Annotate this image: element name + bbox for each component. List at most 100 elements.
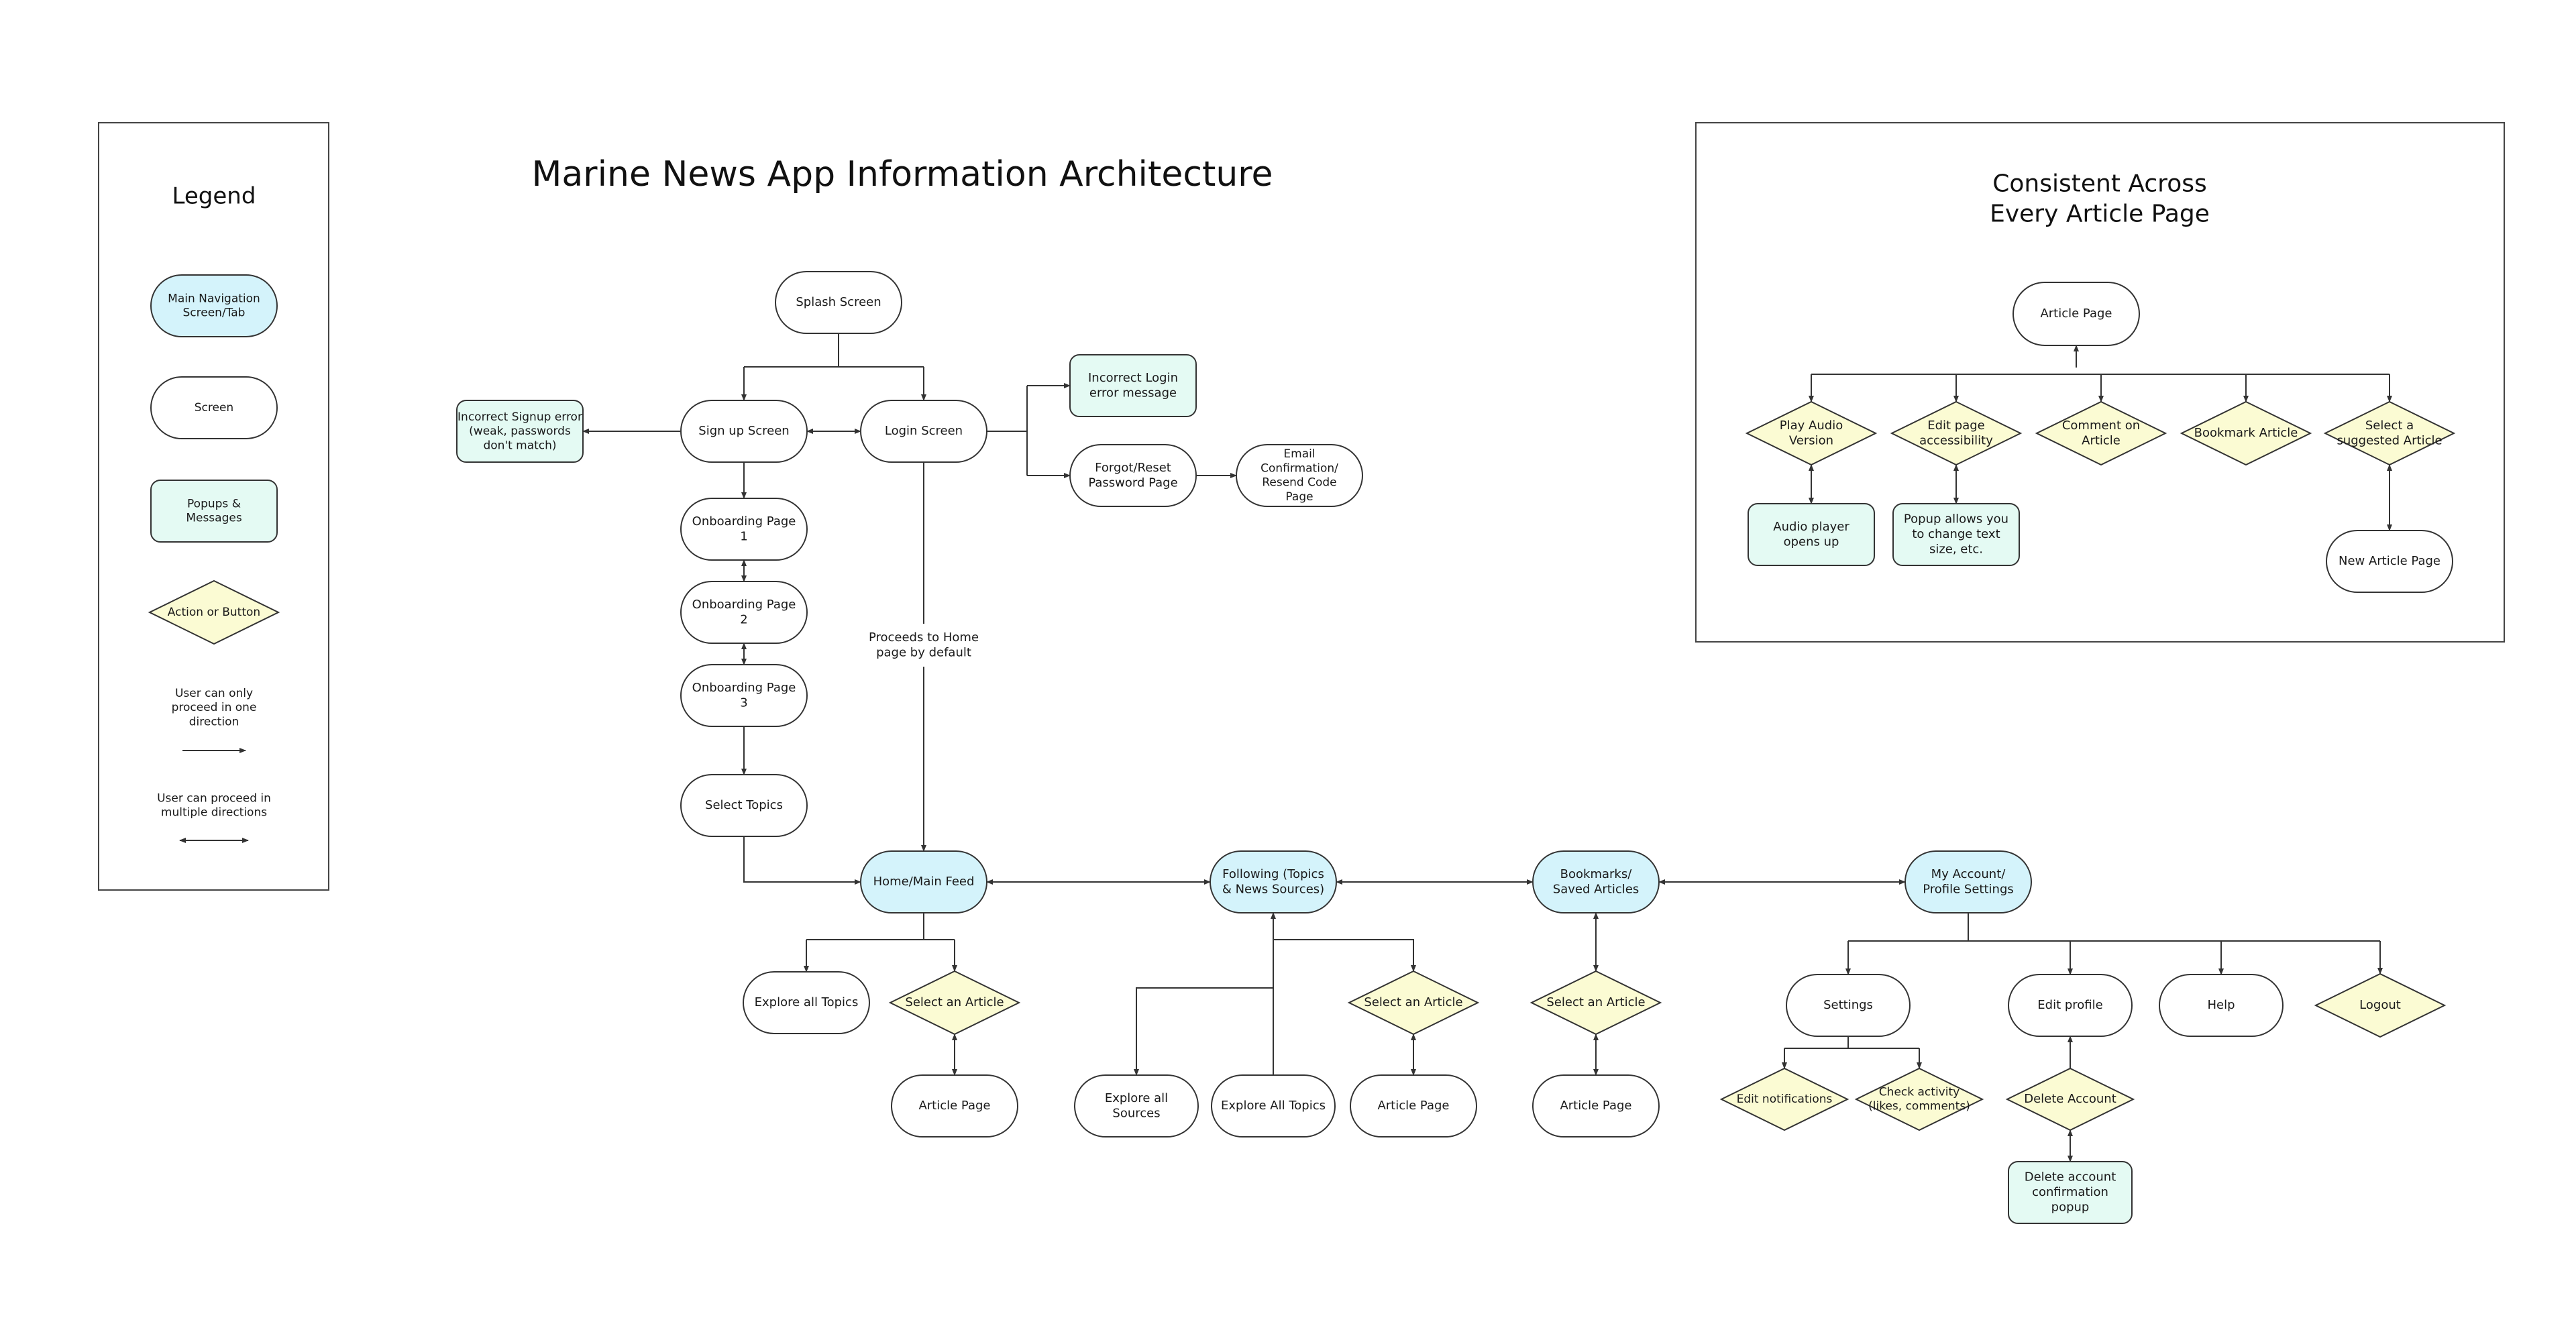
home-article-page-shape [891, 1074, 1018, 1137]
legend-frame [98, 122, 329, 891]
settings-screen-shape [1786, 974, 1911, 1037]
my-account-tab-label: My Account/Profile Settings [1923, 867, 2014, 897]
bookmark-article-action-label: Bookmark Article [2194, 426, 2298, 440]
explore-all-topics-screen[interactable]: Explore all Topics [743, 971, 870, 1034]
bookmarks-tab[interactable]: Bookmarks/Saved Articles [1532, 850, 1660, 913]
text-size-popup-shape [1892, 503, 2020, 566]
splash-screen[interactable]: Splash Screen [775, 271, 902, 334]
my-account-tab[interactable]: My Account/Profile Settings [1904, 850, 2032, 913]
edit-accessibility-action-shape [1890, 400, 2023, 466]
explore-all-topics-following-screen-label: Explore All Topics [1221, 1099, 1326, 1113]
following-article-page-shape [1350, 1074, 1477, 1137]
article-page-node-shape [2012, 282, 2140, 346]
check-activity-action[interactable]: Check activity(likes, comments) [1854, 1067, 1984, 1131]
bookmarks-select-article-action-shape [1529, 970, 1662, 1036]
legend-screen-sample[interactable]: Screen [150, 376, 278, 439]
bookmark-article-action-shape [2180, 400, 2312, 466]
connector [743, 836, 861, 885]
home-select-article-action-shape [888, 970, 1021, 1036]
home-main-feed-tab-shape [860, 850, 987, 913]
edit-notifications-action-shape [1719, 1067, 1849, 1131]
select-topics-screen-shape [680, 774, 808, 837]
select-topics-screen-label: Select Topics [705, 798, 783, 812]
home-article-page-label: Article Page [918, 1099, 990, 1113]
delete-account-action[interactable]: Delete Account [2005, 1067, 2135, 1131]
login-screen-label: Login Screen [885, 424, 963, 438]
edit-profile-screen[interactable]: Edit profile [2008, 974, 2133, 1037]
explore-all-sources-screen-shape [1074, 1074, 1199, 1137]
select-suggested-action-shape [2323, 400, 2456, 466]
splash-screen-label: Splash Screen [796, 295, 881, 309]
email-confirmation-screen-shape [1236, 444, 1363, 507]
logout-action-shape [2314, 973, 2447, 1038]
edit-notifications-action-label: Edit notifications [1737, 1093, 1833, 1106]
help-screen[interactable]: Help [2159, 974, 2284, 1037]
home-select-article-action-label: Select an Article [905, 995, 1004, 1009]
article-page-node[interactable]: Article Page [2012, 282, 2140, 346]
following-select-article-action[interactable]: Select an Article [1347, 970, 1480, 1036]
edit-profile-screen-shape [2008, 974, 2133, 1037]
legend-action-sample[interactable]: Action or Button [148, 579, 280, 645]
following-article-page-label: Article Page [1377, 1099, 1449, 1113]
logout-action[interactable]: Logout [2314, 973, 2447, 1038]
edit-profile-screen-label: Edit profile [2037, 998, 2102, 1012]
home-select-article-action[interactable]: Select an Article [888, 970, 1021, 1036]
bookmarks-select-article-action-label: Select an Article [1546, 995, 1645, 1009]
home-main-feed-tab[interactable]: Home/Main Feed [860, 850, 987, 913]
legend-screen-sample-label: Screen [195, 401, 233, 414]
following-article-page[interactable]: Article Page [1350, 1074, 1477, 1137]
bookmarks-article-page[interactable]: Article Page [1532, 1074, 1660, 1137]
following-select-article-action-label: Select an Article [1364, 995, 1462, 1009]
signup-screen-label: Sign up Screen [698, 424, 789, 438]
login-screen[interactable]: Login Screen [860, 400, 987, 463]
select-topics-screen[interactable]: Select Topics [680, 774, 808, 837]
signup-screen[interactable]: Sign up Screen [680, 400, 808, 463]
edit-notifications-action[interactable]: Edit notifications [1719, 1067, 1849, 1131]
help-screen-shape [2159, 974, 2284, 1037]
logout-action-label: Logout [2359, 998, 2401, 1012]
following-tab[interactable]: Following (Topics& News Sources) [1210, 850, 1337, 913]
home-main-feed-tab-label: Home/Main Feed [873, 875, 975, 889]
home-article-page[interactable]: Article Page [891, 1074, 1018, 1137]
legend-action-sample-label: Action or Button [168, 606, 260, 619]
bookmark-article-action[interactable]: Bookmark Article [2180, 400, 2312, 466]
legend-main-nav-sample-shape [150, 274, 278, 337]
bookmarks-select-article-action[interactable]: Select an Article [1529, 970, 1662, 1036]
following-tab-label: Following (Topics& News Sources) [1222, 867, 1324, 897]
signup-screen-shape [680, 400, 808, 463]
legend-screen-sample-shape [150, 376, 278, 439]
bookmarks-article-page-shape [1532, 1074, 1660, 1137]
settings-screen[interactable]: Settings [1786, 974, 1911, 1037]
bookmarks-tab-label: Bookmarks/Saved Articles [1553, 867, 1639, 897]
new-article-node[interactable]: New Article Page [2326, 530, 2453, 593]
legend-popup-sample[interactable]: Popups &Messages [150, 480, 278, 543]
audio-player-popup-shape [1748, 503, 1875, 566]
forgot-password-screen-shape [1069, 444, 1197, 507]
explore-all-topics-following-screen[interactable]: Explore All Topics [1211, 1074, 1336, 1137]
onboarding-page-1-shape [680, 498, 808, 561]
bookmarks-article-page-label: Article Page [1560, 1099, 1631, 1113]
